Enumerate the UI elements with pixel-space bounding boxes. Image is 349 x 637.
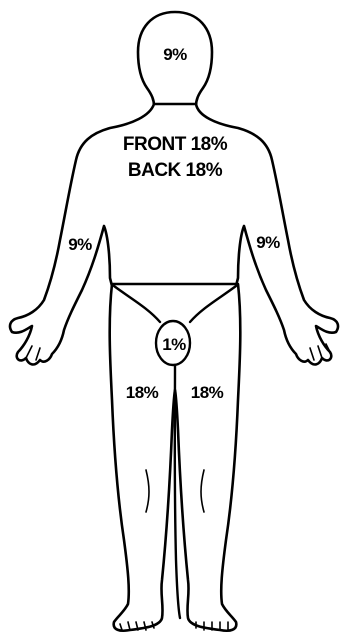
leg-right-label: 18% xyxy=(126,383,159,402)
trunk-front-label: FRONT 18% xyxy=(123,134,228,155)
arm-left-label: 9% xyxy=(256,233,280,252)
leg-left-label: 18% xyxy=(191,383,224,402)
perineum-label: 1% xyxy=(162,335,186,354)
head-percent-label: 9% xyxy=(163,45,187,64)
arm-right-label: 9% xyxy=(68,235,92,254)
trunk-back-label: BACK 18% xyxy=(128,160,223,181)
